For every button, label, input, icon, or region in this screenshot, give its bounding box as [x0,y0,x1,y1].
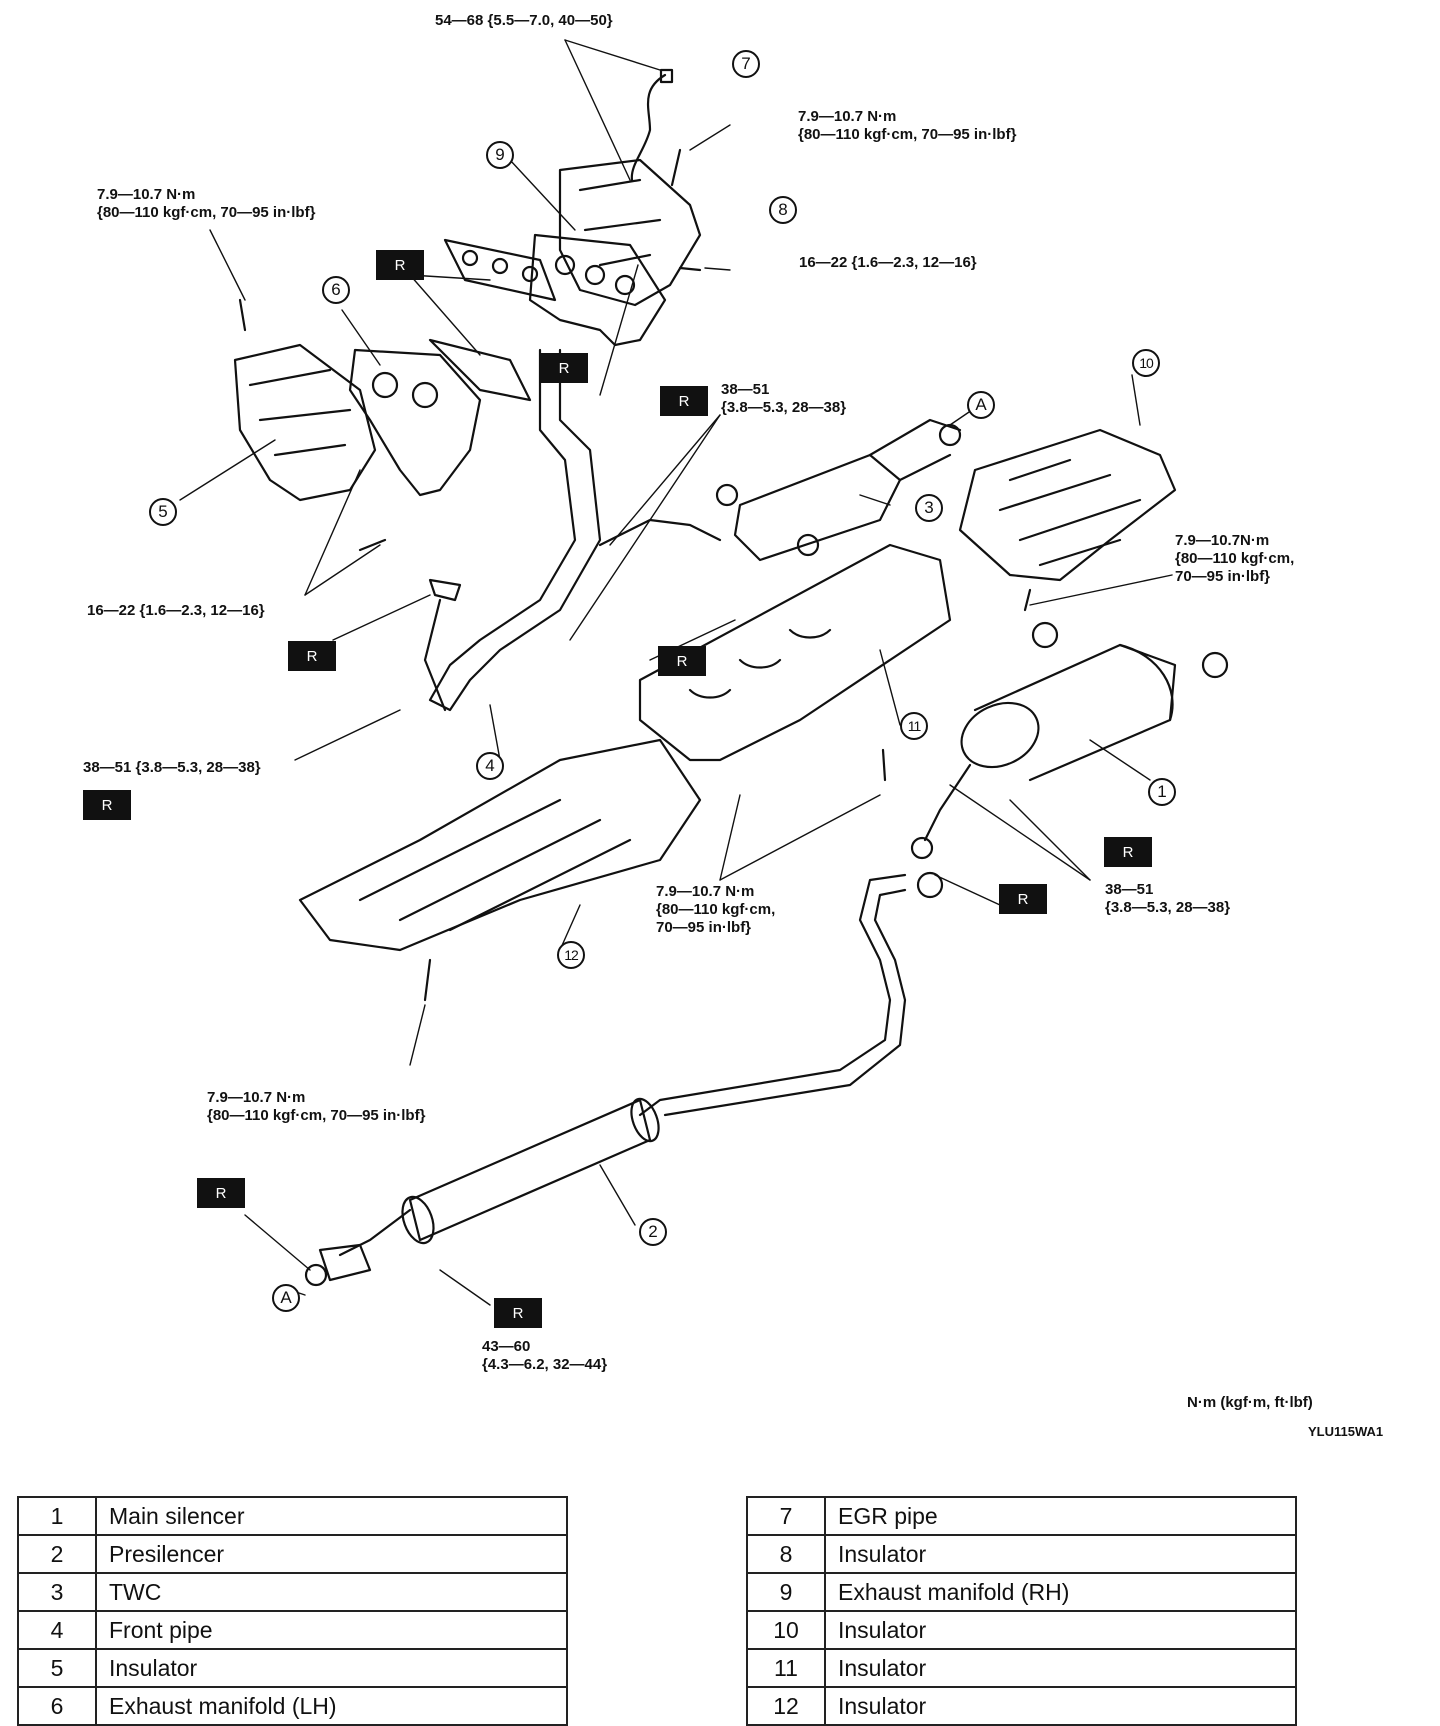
replace-mark: R [83,790,131,820]
callout-1: 1 [1148,778,1176,806]
callout-2: 2 [639,1218,667,1246]
main-silencer [923,643,1177,842]
callout-5: 5 [149,498,177,526]
part-number: 8 [746,1534,826,1574]
torque-spec-presilencer: 43—60 {4.3—6.2, 32—44} [482,1338,608,1373]
callout-12: 12 [557,941,585,969]
part-name: Exhaust manifold (LH) [95,1686,568,1726]
torque-spec-front-pipe: 38—51 {3.8—5.3, 28—38} [83,759,261,776]
part-number: 10 [746,1610,826,1650]
callout-8: 8 [769,196,797,224]
part-number: 12 [746,1686,826,1726]
torque-spec-front-pipe-twc: 38—51 {3.8—5.3, 28—38} [721,381,847,416]
part-number: 2 [17,1534,97,1574]
replace-mark: R [494,1298,542,1328]
part-number: 11 [746,1648,826,1688]
part-name: Exhaust manifold (RH) [824,1572,1297,1612]
part-name: TWC [95,1572,568,1612]
part-name: Main silencer [95,1496,568,1536]
callout-a-top: A [967,391,995,419]
insulator-8 [558,158,702,307]
part-name: Insulator [824,1534,1297,1574]
units-note: N·m (kgf·m, ft·lbf) [1187,1394,1313,1411]
part-number: 3 [17,1572,97,1612]
part-name: Insulator [824,1610,1297,1650]
torque-spec-manifold-lh: 16—22 {1.6—2.3, 12—16} [87,602,265,619]
replace-mark: R [197,1178,245,1208]
replace-mark: R [658,646,706,676]
front-pipe [428,348,602,712]
exhaust-manifold-lh [348,348,482,497]
part-name: Insulator [95,1648,568,1688]
figure-id: YLU115WA1 [1308,1424,1384,1439]
part-name: EGR pipe [824,1496,1297,1536]
torque-spec-manifold-rh: 16—22 {1.6—2.3, 12—16} [799,254,977,271]
torque-spec-insulator-11: 7.9—10.7 N·m {80—110 kgf·cm, 70—95 in·lb… [656,883,776,936]
callout-7: 7 [732,50,760,78]
replace-mark: R [288,641,336,671]
part-number: 7 [746,1496,826,1536]
part-number: 6 [17,1686,97,1726]
torque-spec-egr-pipe: 54—68 {5.5—7.0, 40—50} [435,12,613,29]
torque-spec-insulator-5: 7.9—10.7 N·m {80—110 kgf·cm, 70—95 in·lb… [97,186,316,221]
part-number: 5 [17,1648,97,1688]
torque-spec-insulator-12: 7.9—10.7 N·m {80—110 kgf·cm, 70—95 in·lb… [207,1089,426,1124]
part-number: 9 [746,1572,826,1612]
insulator-10 [958,428,1177,582]
callout-10: 10 [1132,349,1160,377]
replace-mark: R [540,353,588,383]
part-name: Insulator [824,1686,1297,1726]
torque-spec-insulator-10: 7.9—10.7N·m {80—110 kgf·cm, 70—95 in·lbf… [1175,532,1295,585]
callout-6: 6 [322,276,350,304]
exhaust-system-drawing [179,39,1229,1306]
callout-9: 9 [486,141,514,169]
replace-mark: R [660,386,708,416]
insulator-11 [638,543,952,762]
part-name: Front pipe [95,1610,568,1650]
callout-4: 4 [476,752,504,780]
part-name: Presilencer [95,1534,568,1574]
replace-mark: R [999,884,1047,914]
insulator-12 [298,738,702,952]
part-number: 4 [17,1610,97,1650]
replace-mark: R [376,250,424,280]
mid-pipe [638,873,907,1117]
egr-pipe [630,73,667,182]
presilencer [401,1097,660,1245]
callout-3: 3 [915,494,943,522]
part-name: Insulator [824,1648,1297,1688]
torque-spec-main-silencer: 38—51 {3.8—5.3, 28—38} [1105,881,1231,916]
callout-a-bottom: A [272,1284,300,1312]
torque-spec-insulator-8: 7.9—10.7 N·m {80—110 kgf·cm, 70—95 in·lb… [798,108,1017,143]
replace-mark: R [1104,837,1152,867]
insulator-5 [233,343,377,502]
part-number: 1 [17,1496,97,1536]
callout-11: 11 [900,712,928,740]
